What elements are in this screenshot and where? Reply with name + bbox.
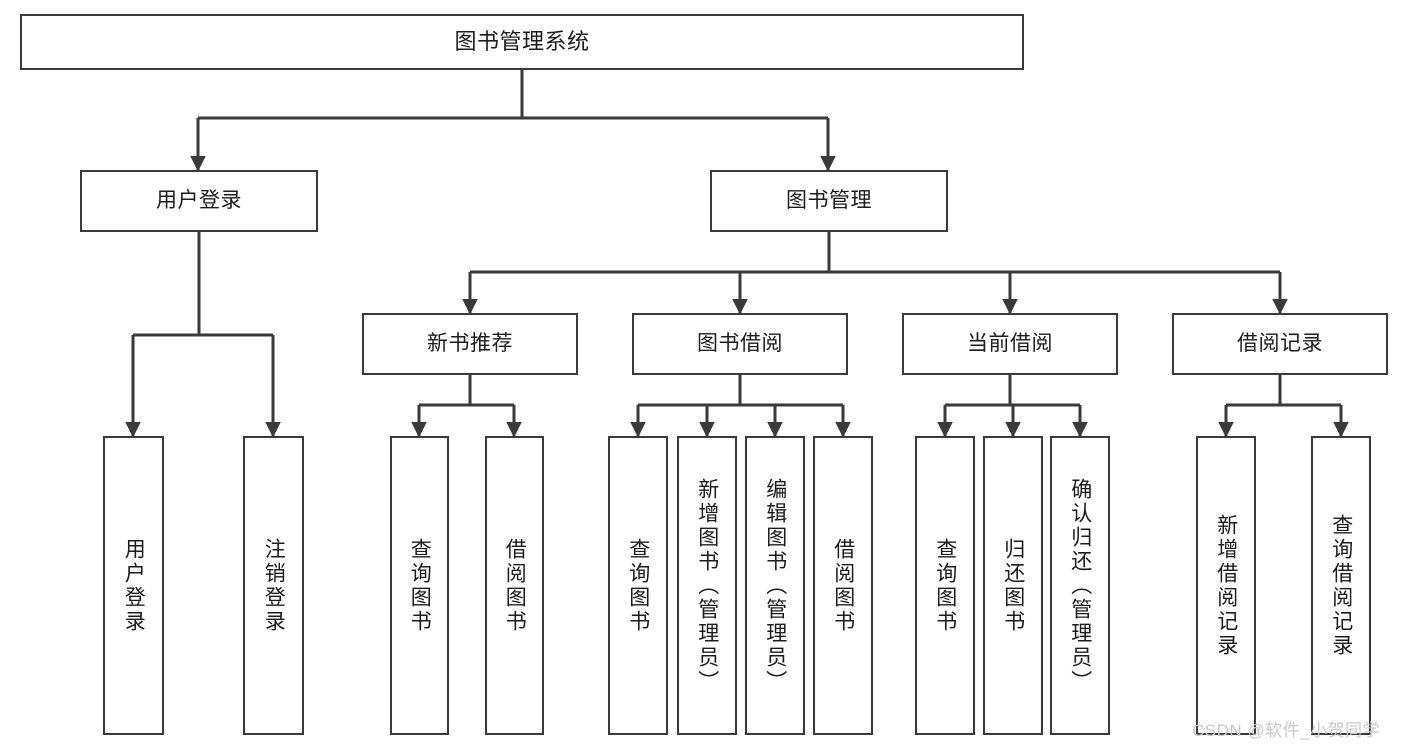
leaf-leaf-edit-book[interactable]: 编辑图书（管理员） <box>745 436 805 735</box>
leaf-leaf-query-book-3[interactable]: 查询图书 <box>915 436 975 735</box>
node-borrow-record-label: 借阅记录 <box>1237 331 1323 355</box>
leaf-leaf-user-logout[interactable]: 注销登录 <box>243 436 304 735</box>
leaf-leaf-user-login[interactable]: 用户登录 <box>103 436 164 735</box>
node-borrow-record[interactable]: 借阅记录 <box>1172 313 1388 375</box>
leaf-leaf-add-book-label: 新增图书（管理员） <box>695 477 719 694</box>
node-user-login-label: 用户登录 <box>156 188 242 212</box>
leaf-leaf-query-record-label: 查询借阅记录 <box>1329 513 1353 658</box>
node-new-book-recommend-label: 新书推荐 <box>427 331 513 355</box>
leaf-leaf-user-login-label: 用户登录 <box>122 537 146 634</box>
leaf-leaf-return-book-label: 归还图书 <box>1001 537 1025 634</box>
node-book-manage-label: 图书管理 <box>786 188 872 212</box>
leaf-leaf-borrow-book-1[interactable]: 借阅图书 <box>485 436 544 735</box>
leaf-leaf-query-book-1[interactable]: 查询图书 <box>390 436 449 735</box>
node-current-borrow[interactable]: 当前借阅 <box>902 313 1118 375</box>
watermark: CSDN @软件_小贺同学 <box>1192 721 1381 740</box>
leaf-leaf-confirm-return-label: 确认归还（管理员） <box>1068 477 1092 694</box>
node-current-borrow-label: 当前借阅 <box>967 331 1053 355</box>
node-new-book-recommend[interactable]: 新书推荐 <box>362 313 578 375</box>
node-root-label: 图书管理系统 <box>454 29 590 55</box>
leaf-leaf-borrow-book-1-label: 借阅图书 <box>503 537 527 634</box>
leaf-leaf-borrow-book-2-label: 借阅图书 <box>831 537 855 634</box>
leaf-leaf-query-book-2[interactable]: 查询图书 <box>608 436 668 735</box>
leaf-leaf-add-record-label: 新增借阅记录 <box>1214 513 1238 658</box>
leaf-leaf-return-book[interactable]: 归还图书 <box>983 436 1043 735</box>
leaf-leaf-query-book-1-label: 查询图书 <box>408 537 432 634</box>
leaf-leaf-confirm-return[interactable]: 确认归还（管理员） <box>1050 436 1110 735</box>
leaf-leaf-query-book-3-label: 查询图书 <box>933 537 957 634</box>
leaf-leaf-add-record[interactable]: 新增借阅记录 <box>1196 436 1256 735</box>
leaf-leaf-borrow-book-2[interactable]: 借阅图书 <box>813 436 873 735</box>
leaf-leaf-edit-book-label: 编辑图书（管理员） <box>763 477 787 694</box>
node-book-borrow-label: 图书借阅 <box>697 331 783 355</box>
leaf-leaf-user-logout-label: 注销登录 <box>262 537 286 634</box>
leaf-leaf-query-record[interactable]: 查询借阅记录 <box>1311 436 1371 735</box>
node-book-borrow[interactable]: 图书借阅 <box>632 313 848 375</box>
leaf-leaf-add-book[interactable]: 新增图书（管理员） <box>677 436 737 735</box>
node-root[interactable]: 图书管理系统 <box>20 14 1024 70</box>
leaf-leaf-query-book-2-label: 查询图书 <box>626 537 650 634</box>
node-book-manage[interactable]: 图书管理 <box>710 170 948 232</box>
node-user-login[interactable]: 用户登录 <box>80 170 318 232</box>
